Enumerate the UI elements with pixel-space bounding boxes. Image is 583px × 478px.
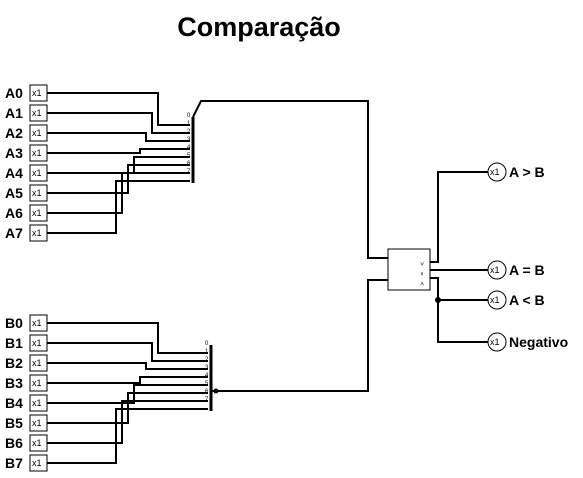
out-junction: [435, 297, 441, 303]
input-b-label-4: B4: [5, 395, 23, 411]
wire-b-wire-6: [47, 400, 208, 444]
splitter-a-pin-num-2: 2: [187, 129, 191, 135]
wire-a-wire-5: [47, 164, 190, 194]
bus-b-junction: [213, 388, 219, 394]
input-b-pin-text-3: x1: [32, 378, 42, 388]
output-pin-text-1: x1: [490, 265, 500, 275]
input-a-label-3: A3: [5, 145, 23, 161]
input-b-pin-text-1: x1: [32, 338, 42, 348]
comparator-pin-0: >: [418, 262, 424, 266]
wire-b-wire-0: [47, 322, 208, 354]
output-label-1: A = B: [509, 262, 545, 278]
bus-wires: [192, 100, 388, 394]
input-a-pin-text-0: x1: [32, 88, 42, 98]
out-gt-wire: [430, 171, 488, 263]
input-b-pin-text-6: x1: [32, 438, 42, 448]
splitter-a-pin-num-0: 0: [187, 113, 191, 119]
input-b-label-3: B3: [5, 375, 23, 391]
input-a-pin-text-1: x1: [32, 108, 42, 118]
input-b-label-5: B5: [5, 415, 23, 431]
input-a-label-4: A4: [5, 165, 23, 181]
input-b-label-0: B0: [5, 315, 23, 331]
input-a-label-7: A7: [5, 225, 23, 241]
wire-a-wire-6: [47, 172, 190, 214]
input-a-pin-text-7: x1: [32, 228, 42, 238]
input-b-label-2: B2: [5, 355, 23, 371]
input-a-label-2: A2: [5, 125, 23, 141]
wire-a-wire-2: [47, 132, 190, 142]
input-b-pin-text-4: x1: [32, 398, 42, 408]
comparator[interactable]: > = <: [387, 248, 431, 291]
wire-a-wire-0: [47, 92, 190, 126]
splitter-b-pin-num-2: 2: [205, 357, 209, 363]
input-b-pin-text-0: x1: [32, 318, 42, 328]
splitter-a-pin-num-6: 6: [187, 161, 191, 167]
wire-a-wire-7: [47, 180, 190, 234]
out-neg-wire: [437, 300, 488, 343]
input-a-pin-text-2: x1: [32, 128, 42, 138]
splitter-b-pin-num-6: 6: [205, 389, 209, 395]
splitter-b: 0 1 2 3 4 5 6 7: [205, 341, 213, 411]
bus-b-wire: [211, 279, 388, 392]
splitter-b-pin-num-0: 0: [205, 341, 209, 347]
splitter-b-pin-num-3: 3: [205, 365, 209, 371]
wires-a: [47, 92, 190, 234]
input-a-pin-text-5: x1: [32, 188, 42, 198]
splitter-a: 0 1 2 3 4 5 6 7: [187, 113, 195, 183]
input-b-pin-text-5: x1: [32, 418, 42, 428]
wire-b-wire-3: [47, 376, 208, 384]
splitter-a-pin-num-4: 4: [187, 145, 191, 151]
input-a-pin-text-6: x1: [32, 208, 42, 218]
input-b-label-6: B6: [5, 435, 23, 451]
output-pin-text-0: x1: [490, 167, 500, 177]
input-a-pin-text-4: x1: [32, 168, 42, 178]
input-a-label-0: A0: [5, 85, 23, 101]
splitter-b-pin-num-7: 7: [205, 397, 209, 403]
wire-a-wire-3: [47, 148, 190, 154]
splitter-a-pin-num-7: 7: [187, 169, 191, 175]
out-lt-wire: [430, 277, 488, 301]
output-pin-3[interactable]: [487, 332, 507, 352]
input-a-label-1: A1: [5, 105, 23, 121]
input-b-label-1: B1: [5, 335, 23, 351]
comparator-pin-2: <: [418, 282, 424, 286]
bus-a-wire: [192, 100, 388, 259]
input-b-label-7: B7: [5, 455, 23, 471]
input-b-pin-text-2: x1: [32, 358, 42, 368]
wires-b: [47, 322, 208, 464]
output-pin-2[interactable]: [487, 290, 507, 310]
splitter-b-pin-num-5: 5: [205, 381, 209, 387]
comparator-pin-1: =: [418, 272, 424, 276]
wire-a-wire-1: [47, 112, 190, 134]
output-label-3: Negativo: [509, 334, 568, 350]
page-title: Comparação: [177, 12, 341, 42]
wire-b-wire-2: [47, 362, 208, 370]
output-label-0: A > B: [509, 164, 545, 180]
comparator-body[interactable]: [387, 248, 431, 291]
input-a-label-5: A5: [5, 185, 23, 201]
wire-b-wire-1: [47, 342, 208, 362]
output-pin-text-3: x1: [490, 337, 500, 347]
output-pin-text-2: x1: [490, 295, 500, 305]
splitter-a-pin-num-3: 3: [187, 137, 191, 143]
input-b-pin-text-7: x1: [32, 458, 42, 468]
input-a-label-6: A6: [5, 205, 23, 221]
wire-b-wire-7: [47, 408, 208, 464]
splitter-b-pin-num-4: 4: [205, 373, 209, 379]
input-a-pin-text-3: x1: [32, 148, 42, 158]
output-pin-1[interactable]: [487, 260, 507, 280]
output-label-2: A < B: [509, 292, 545, 308]
splitter-a-pin-num-5: 5: [187, 153, 191, 159]
splitter-b-pin-num-1: 1: [205, 349, 209, 355]
output-pin-0[interactable]: [487, 162, 507, 182]
splitter-a-pin-num-1: 1: [187, 121, 191, 127]
